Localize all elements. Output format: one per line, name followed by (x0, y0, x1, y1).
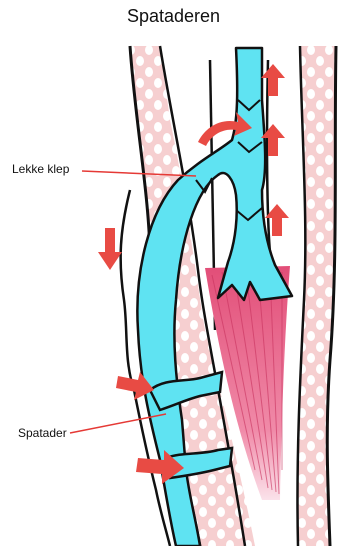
leaky-valve-label: Lekke klep (12, 162, 69, 176)
arrow-icon (98, 228, 122, 270)
diagram-title: Spataderen (0, 6, 347, 27)
varicose-vein-label: Spatader (18, 426, 67, 440)
arrow-icon (261, 64, 285, 96)
